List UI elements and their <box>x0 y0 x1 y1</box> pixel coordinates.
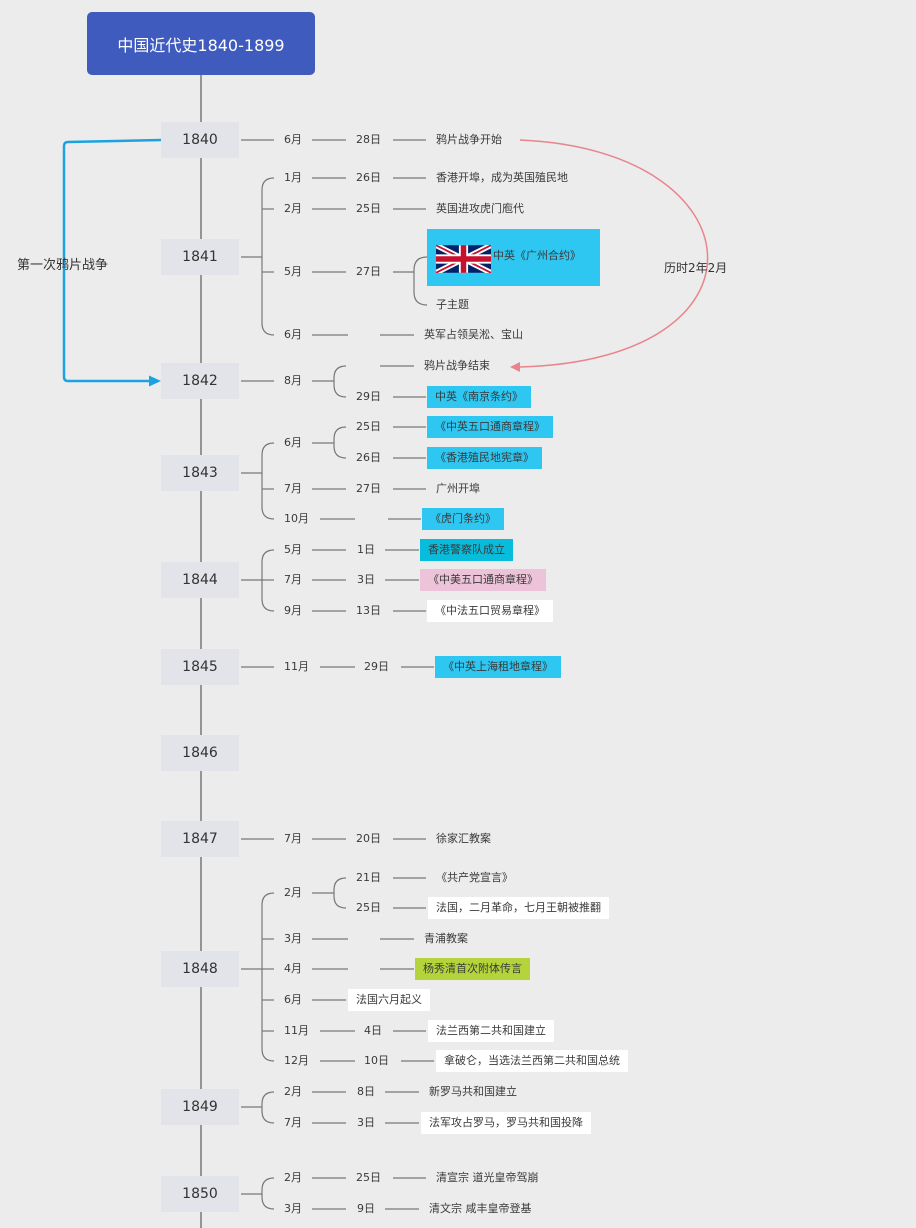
day-node[interactable]: 25日 <box>356 1171 381 1184</box>
event-node[interactable]: 《中英五口通商章程》 <box>427 416 553 438</box>
month-node[interactable]: 5月 <box>284 265 302 278</box>
month-node[interactable]: 3月 <box>284 1202 302 1215</box>
event-node[interactable]: 清宣宗 道光皇帝驾崩 <box>436 1171 539 1184</box>
month-node[interactable]: 4月 <box>284 962 302 975</box>
year-node-1846[interactable]: 1846 <box>161 735 239 771</box>
event-label: 中英《广州合约》 <box>493 249 581 262</box>
event-node[interactable]: 英国进攻虎门庖代 <box>436 202 524 215</box>
month-node[interactable]: 7月 <box>284 573 302 586</box>
event-node[interactable]: 广州开埠 <box>436 482 480 495</box>
day-node[interactable]: 8日 <box>357 1085 375 1098</box>
month-node[interactable]: 2月 <box>284 1171 302 1184</box>
month-node[interactable]: 1月 <box>284 171 302 184</box>
month-node[interactable]: 6月 <box>284 133 302 146</box>
month-node[interactable]: 5月 <box>284 543 302 556</box>
event-node[interactable]: 新罗马共和国建立 <box>429 1085 517 1098</box>
day-node[interactable]: 9日 <box>357 1202 375 1215</box>
day-node[interactable]: 27日 <box>356 482 381 495</box>
day-node[interactable]: 26日 <box>356 451 381 464</box>
month-node[interactable]: 3月 <box>284 932 302 945</box>
event-node[interactable]: 《共产党宣言》 <box>436 871 513 884</box>
event-node[interactable]: 香港警察队成立 <box>420 539 513 561</box>
day-node[interactable]: 29日 <box>356 390 381 403</box>
month-node[interactable]: 6月 <box>284 328 302 341</box>
day-node[interactable]: 20日 <box>356 832 381 845</box>
day-node[interactable]: 13日 <box>356 604 381 617</box>
day-node[interactable]: 3日 <box>357 573 375 586</box>
day-node[interactable]: 28日 <box>356 133 381 146</box>
event-node[interactable]: 英军占领吴淞、宝山 <box>424 328 523 341</box>
event-node[interactable]: 中英《南京条约》 <box>427 386 531 408</box>
day-node[interactable]: 21日 <box>356 871 381 884</box>
first-opium-war-label: 第一次鸦片战争 <box>17 258 109 273</box>
year-node-1847[interactable]: 1847 <box>161 821 239 857</box>
curve-arrowhead-icon <box>510 362 520 372</box>
month-node[interactable]: 10月 <box>284 512 309 525</box>
month-node[interactable]: 2月 <box>284 202 302 215</box>
month-node[interactable]: 7月 <box>284 832 302 845</box>
month-node[interactable]: 7月 <box>284 482 302 495</box>
month-node[interactable]: 11月 <box>284 660 309 673</box>
subtopic-node[interactable]: 子主题 <box>436 298 469 311</box>
month-node[interactable]: 8月 <box>284 374 302 387</box>
month-node[interactable]: 2月 <box>284 886 302 899</box>
month-node[interactable]: 11月 <box>284 1024 309 1037</box>
event-node[interactable]: 法兰西第二共和国建立 <box>428 1020 554 1042</box>
event-node[interactable]: 杨秀清首次附体传言 <box>415 958 530 980</box>
event-node[interactable]: 香港开埠，成为英国殖民地 <box>436 171 568 184</box>
month-node[interactable]: 6月 <box>284 993 302 1006</box>
event-node[interactable]: 《中美五口通商章程》 <box>420 569 546 591</box>
event-node[interactable]: 《中法五口贸易章程》 <box>427 600 553 622</box>
uk-flag-icon <box>436 245 491 273</box>
event-node[interactable]: 徐家汇教案 <box>436 832 491 845</box>
event-node[interactable]: 法国六月起义 <box>348 989 430 1011</box>
day-node[interactable]: 25日 <box>356 420 381 433</box>
year-node-1840[interactable]: 1840 <box>161 122 239 158</box>
year-node-1848[interactable]: 1848 <box>161 951 239 987</box>
event-node[interactable]: 法军攻占罗马，罗马共和国投降 <box>421 1112 591 1134</box>
year-node-1842[interactable]: 1842 <box>161 363 239 399</box>
month-node[interactable]: 6月 <box>284 436 302 449</box>
month-node[interactable]: 2月 <box>284 1085 302 1098</box>
day-node[interactable]: 29日 <box>364 660 389 673</box>
root-title[interactable]: 中国近代史1840-1899 <box>87 12 315 75</box>
month-node[interactable]: 9月 <box>284 604 302 617</box>
year-node-1844[interactable]: 1844 <box>161 562 239 598</box>
day-node[interactable]: 10日 <box>364 1054 389 1067</box>
event-node[interactable]: 青浦教案 <box>424 932 468 945</box>
bracket-arrowhead-icon <box>149 375 161 387</box>
event-node[interactable]: 法国，二月革命，七月王朝被推翻 <box>428 897 609 919</box>
day-node[interactable]: 25日 <box>356 901 381 914</box>
month-node[interactable]: 12月 <box>284 1054 309 1067</box>
event-node[interactable]: 鸦片战争结束 <box>424 359 490 372</box>
year-node-1845[interactable]: 1845 <box>161 649 239 685</box>
day-node[interactable]: 1日 <box>357 543 375 556</box>
duration-label: 历时2年2月 <box>664 261 728 275</box>
day-node[interactable]: 4日 <box>364 1024 382 1037</box>
event-node-guangzhou-treaty[interactable]: 中英《广州合约》 <box>427 229 600 286</box>
month-node[interactable]: 7月 <box>284 1116 302 1129</box>
event-node[interactable]: 《虎门条约》 <box>422 508 504 530</box>
event-node[interactable]: 《中英上海租地章程》 <box>435 656 561 678</box>
event-node[interactable]: 鸦片战争开始 <box>436 133 502 146</box>
event-node[interactable]: 清文宗 咸丰皇帝登基 <box>429 1202 532 1215</box>
event-node[interactable]: 拿破仑，当选法兰西第二共和国总统 <box>436 1050 628 1072</box>
year-node-1841[interactable]: 1841 <box>161 239 239 275</box>
day-node[interactable]: 27日 <box>356 265 381 278</box>
year-node-1849[interactable]: 1849 <box>161 1089 239 1125</box>
day-node[interactable]: 26日 <box>356 171 381 184</box>
year-node-1843[interactable]: 1843 <box>161 455 239 491</box>
year-node-1850[interactable]: 1850 <box>161 1176 239 1212</box>
day-node[interactable]: 25日 <box>356 202 381 215</box>
day-node[interactable]: 3日 <box>357 1116 375 1129</box>
event-node[interactable]: 《香港殖民地宪章》 <box>427 447 542 469</box>
